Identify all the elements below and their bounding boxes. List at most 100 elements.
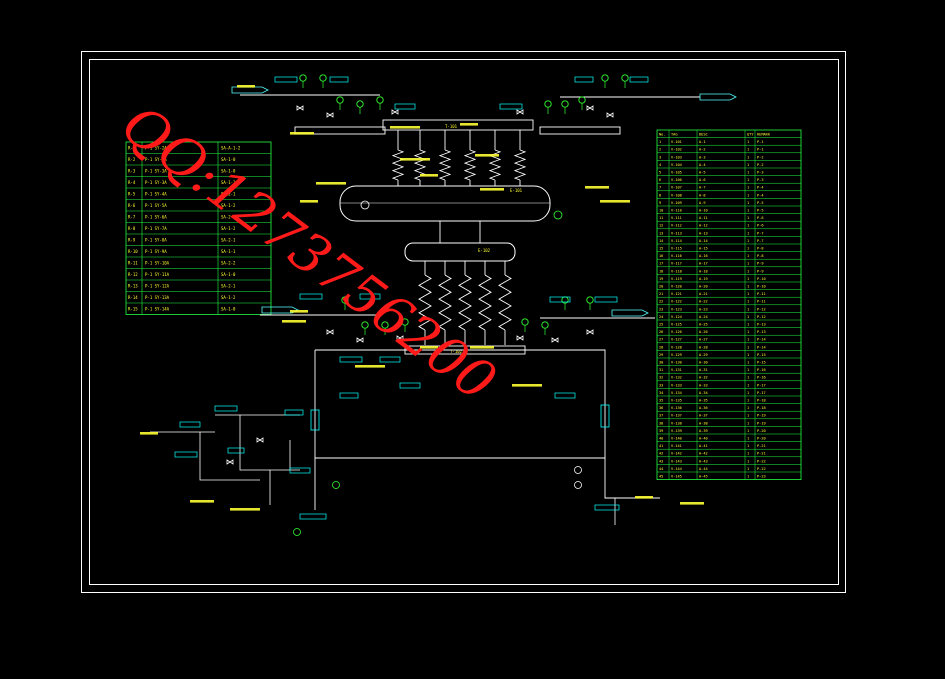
right-table-cell: V-111 bbox=[671, 216, 682, 220]
right-table-cell: A-18 bbox=[699, 269, 708, 273]
right-table-cell: A-15 bbox=[699, 247, 708, 251]
instrument-bubble bbox=[561, 100, 569, 108]
right-table-cell: 18 bbox=[659, 269, 663, 273]
right-table-cell: 22 bbox=[659, 300, 663, 304]
right-table-cell: P-8 bbox=[757, 254, 764, 258]
line-tag-box bbox=[227, 447, 245, 454]
right-table-cell: A-10 bbox=[699, 209, 708, 213]
right-table-cell: V-123 bbox=[671, 307, 682, 311]
left-table-desc: P-1 SY-13A bbox=[145, 295, 170, 300]
right-table-cell: A-23 bbox=[699, 307, 708, 311]
annotation-text-mark bbox=[635, 496, 653, 499]
valve-symbol bbox=[326, 329, 334, 335]
right-table-cell: P-3 bbox=[757, 178, 764, 182]
right-table-cell: P-23 bbox=[757, 475, 766, 479]
right-table-cell: 1 bbox=[747, 383, 749, 387]
right-table-cell: 1 bbox=[747, 269, 749, 273]
left-table-tag: R-15 bbox=[128, 307, 138, 312]
right-table-cell: A-29 bbox=[699, 353, 708, 357]
left-table-spec: SA-1-0 bbox=[221, 169, 236, 174]
right-table-cell: A-3 bbox=[699, 155, 706, 159]
right-table-cell: P-14 bbox=[757, 338, 766, 342]
upper-right-outlet-arrow bbox=[699, 93, 737, 101]
right-table-cell: V-114 bbox=[671, 239, 682, 243]
valve-symbol bbox=[326, 112, 334, 118]
valve-symbol bbox=[551, 337, 559, 343]
right-table-cell: V-136 bbox=[671, 406, 682, 410]
left-table-desc: P-1 SY-10A bbox=[145, 261, 170, 266]
right-table-cell: V-112 bbox=[671, 224, 682, 228]
right-table-cell: V-104 bbox=[671, 163, 682, 167]
right-table-cell: P-13 bbox=[757, 323, 766, 327]
left-table-tag: R-2 bbox=[128, 157, 136, 162]
right-table-cell: P-16 bbox=[757, 376, 766, 380]
right-table-header-cell: QTY bbox=[747, 133, 754, 137]
right-table-cell: V-106 bbox=[671, 178, 682, 182]
right-table-cell: V-105 bbox=[671, 171, 682, 175]
right-table-cell: 42 bbox=[659, 452, 663, 456]
right-table-cell: P-11 bbox=[757, 292, 766, 296]
right-table-cell: 2 bbox=[659, 148, 661, 152]
right-table-cell: P-10 bbox=[757, 285, 766, 289]
line-tag-box bbox=[274, 76, 298, 83]
right-table-cell: 3 bbox=[659, 155, 661, 159]
line-tag-box bbox=[594, 504, 620, 511]
line-tag-box bbox=[329, 76, 349, 83]
annotation-text-mark bbox=[460, 123, 478, 126]
right-table-cell: A-39 bbox=[699, 429, 708, 433]
right-table-cell: 11 bbox=[659, 216, 663, 220]
right-table-cell: P-15 bbox=[757, 353, 766, 357]
left-table-desc: P-1 SY-5A bbox=[145, 203, 167, 208]
right-table-cell: P-4 bbox=[757, 193, 764, 197]
annotation-text-mark bbox=[680, 502, 704, 505]
lower-coil bbox=[438, 274, 452, 331]
right-table-cell: V-113 bbox=[671, 231, 682, 235]
right-table-cell: A-5 bbox=[699, 171, 706, 175]
annotation-text-mark bbox=[230, 508, 260, 511]
annotation-text-mark bbox=[420, 174, 438, 177]
right-table-cell: 1 bbox=[747, 239, 749, 243]
right-table-cell: 1 bbox=[747, 171, 749, 175]
instrument-bubble bbox=[319, 74, 327, 82]
right-table-cell: V-101 bbox=[671, 140, 682, 144]
right-table-cell: A-16 bbox=[699, 254, 708, 258]
right-table-cell: 35 bbox=[659, 399, 663, 403]
left-table-tag: R-14 bbox=[128, 295, 138, 300]
right-table-cell: V-133 bbox=[671, 383, 682, 387]
right-table-header-cell: TAG bbox=[671, 133, 678, 137]
left-table-spec: SA-1-2 bbox=[221, 226, 236, 231]
line-tag-box bbox=[399, 382, 421, 389]
lower-coil bbox=[498, 274, 512, 331]
annotation-text-mark bbox=[585, 186, 609, 189]
left-table-spec: SA-2-2 bbox=[221, 261, 236, 266]
right-table-cell: A-17 bbox=[699, 262, 708, 266]
line-tag-box bbox=[554, 392, 576, 399]
right-table-cell: 28 bbox=[659, 345, 663, 349]
right-table-cell: P-9 bbox=[757, 269, 764, 273]
right-table-cell: 1 bbox=[747, 315, 749, 319]
right-table-cell: P-17 bbox=[757, 383, 766, 387]
left-table-tag: R-11 bbox=[128, 261, 138, 266]
lower-coil bbox=[478, 274, 492, 331]
valve-symbol bbox=[396, 335, 404, 341]
instrument-bubble bbox=[361, 321, 369, 329]
right-table-cell: A-9 bbox=[699, 201, 706, 205]
left-table-spec: SA-2-1 bbox=[221, 238, 236, 243]
lower-header-label: T-102 bbox=[450, 349, 463, 354]
instrument-bubble bbox=[401, 318, 409, 326]
right-table-cell: A-34 bbox=[699, 391, 708, 395]
right-table-cell: P-7 bbox=[757, 239, 764, 243]
right-table-cell: V-137 bbox=[671, 414, 682, 418]
right-table-cell: P-18 bbox=[757, 399, 766, 403]
instrument-bubble bbox=[299, 74, 307, 82]
left-table-tag: R-12 bbox=[128, 272, 138, 277]
upper-left-header bbox=[294, 126, 386, 135]
right-table-cell: V-140 bbox=[671, 437, 682, 441]
left-table-spec: SA-1-1 bbox=[221, 249, 236, 254]
right-table-cell: 1 bbox=[747, 459, 749, 463]
right-table-cell: P-20 bbox=[757, 437, 766, 441]
upper-manifold bbox=[382, 119, 534, 131]
upper-left-inlet-arrow bbox=[231, 86, 269, 94]
right-table-cell: A-12 bbox=[699, 224, 708, 228]
